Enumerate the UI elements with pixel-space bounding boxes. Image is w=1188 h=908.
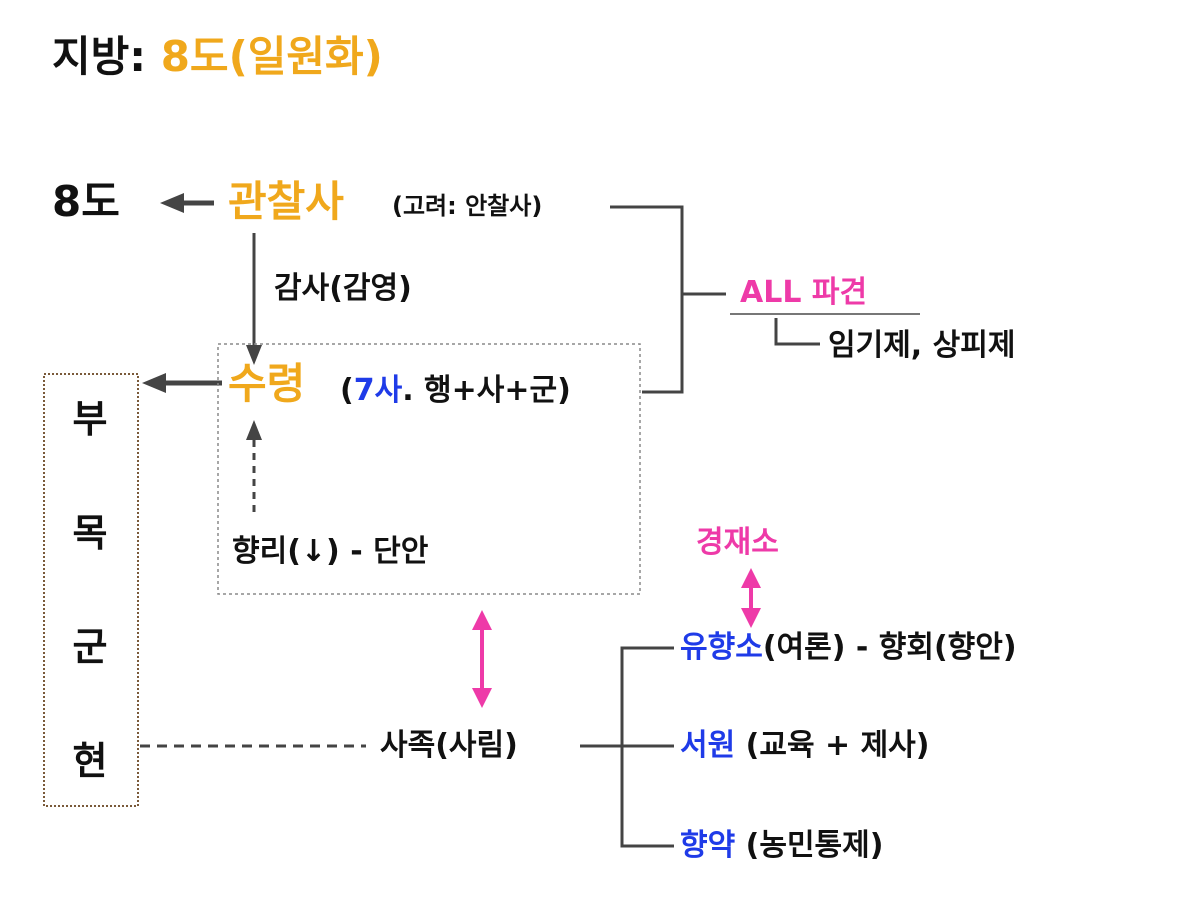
province-label: 8도	[52, 177, 120, 226]
gamsa-label: 감사(감영)	[274, 271, 412, 306]
arrow-to-suryeong-head	[246, 345, 262, 365]
unit-bu: 부	[72, 397, 108, 441]
arrow-to-8do-head	[160, 193, 184, 213]
institution-desc: (여론) - 향회(향안)	[762, 630, 1017, 665]
rule-connector	[774, 318, 820, 346]
title-prefix: 지방:	[52, 32, 161, 81]
institution-name: 유향소	[680, 630, 763, 665]
dispatch-rule: 임기제, 상피제	[828, 328, 1016, 363]
suryeong-group-box	[217, 343, 641, 595]
arrow-to-units-head	[142, 373, 166, 393]
governor-note: (고려: 안찰사)	[392, 192, 543, 220]
unit-gun: 군	[72, 625, 108, 669]
institution-seowon: 서원 (교육 + 제사)	[680, 731, 930, 761]
dispatch-bracket	[610, 205, 684, 394]
gyeongjaeso-arrow-bottom	[741, 608, 761, 628]
hyangri-label: 향리(↓) - 단안	[232, 534, 429, 569]
gyeongjaeso-label: 경재소	[696, 525, 779, 560]
units-box	[43, 373, 139, 807]
title-highlight: 8도(일원화)	[160, 32, 383, 81]
gyeongjaeso-arrow-top	[741, 568, 761, 588]
sajok-arrow-top	[472, 610, 492, 630]
page-title: 지방: 8도(일원화)	[52, 36, 383, 78]
institution-name: 향약	[680, 828, 736, 863]
suryeong-note-open: (	[340, 373, 354, 408]
sajok-arrow-bottom	[472, 688, 492, 708]
unit-mok: 목	[72, 511, 108, 555]
sajok-label: 사족(사림)	[380, 728, 518, 763]
suryeong-note: (7사. 행+사+군)	[340, 376, 571, 406]
institution-name: 서원	[680, 728, 736, 763]
institution-desc: (농민통제)	[735, 828, 884, 863]
institution-yuhyangso: 유향소(여론) - 향회(향안)	[680, 633, 1017, 663]
suryeong-label: 수령	[228, 359, 306, 408]
dispatch-label: ALL 파견	[740, 275, 868, 310]
governor-label: 관찰사	[228, 177, 344, 226]
institution-hyangyak: 향약 (농민통제)	[680, 831, 883, 861]
suryeong-note-highlight: 7사	[353, 373, 403, 408]
unit-hyeon: 현	[72, 739, 108, 783]
hyangri-arrow-head	[246, 420, 262, 440]
suryeong-note-rest: . 행+사+군)	[402, 373, 571, 408]
institution-desc: (교육 + 제사)	[735, 728, 930, 763]
